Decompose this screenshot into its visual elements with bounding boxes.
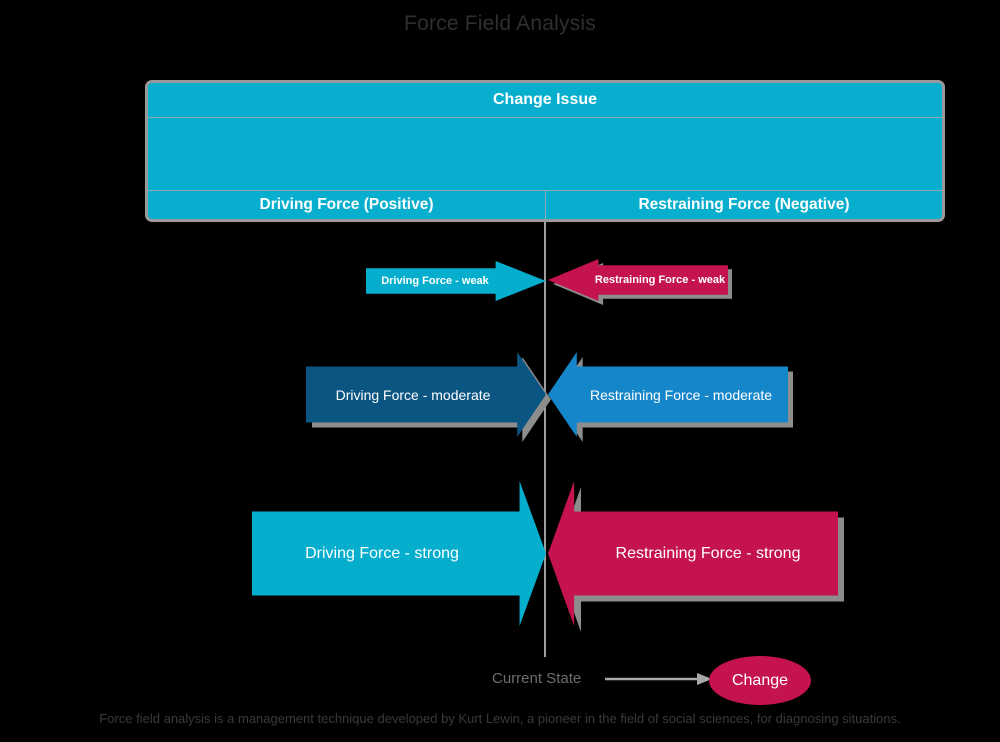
change-issue-header: Change Issue: [148, 83, 942, 118]
force-header-row: Driving Force (Positive) Restraining For…: [148, 191, 942, 219]
change-state-label: Change: [731, 671, 789, 689]
arrow-shape-left: [548, 481, 838, 626]
change-issue-input-area[interactable]: [148, 118, 942, 191]
restraining-force-weak-arrow[interactable]: Restraining Force - weak: [548, 259, 732, 305]
page-title: Force Field Analysis: [404, 12, 596, 35]
change-state-node[interactable]: Change: [709, 656, 811, 705]
driving-force-weak-arrow[interactable]: Driving Force - weak: [366, 261, 546, 301]
change-issue-table: Change Issue Driving Force (Positive) Re…: [145, 80, 945, 222]
center-divider-line: [544, 222, 546, 657]
transition-arrow-icon: [605, 673, 712, 685]
driving-force-strong-arrow[interactable]: Driving Force - strong: [252, 481, 546, 626]
restraining-force-header: Restraining Force (Negative): [545, 191, 942, 219]
footer-description: Force field analysis is a management tec…: [99, 711, 901, 726]
current-state-label: Current State: [492, 670, 582, 687]
driving-force-moderate-arrow[interactable]: Driving Force - moderate: [306, 352, 551, 442]
restraining-force-strong-arrow[interactable]: Restraining Force - strong: [548, 481, 844, 632]
arrow-shape-right: [366, 261, 546, 301]
arrow-shape-right: [252, 481, 546, 626]
driving-force-header: Driving Force (Positive): [259, 196, 434, 213]
restraining-force-moderate-arrow[interactable]: Restraining Force - moderate: [548, 352, 793, 442]
